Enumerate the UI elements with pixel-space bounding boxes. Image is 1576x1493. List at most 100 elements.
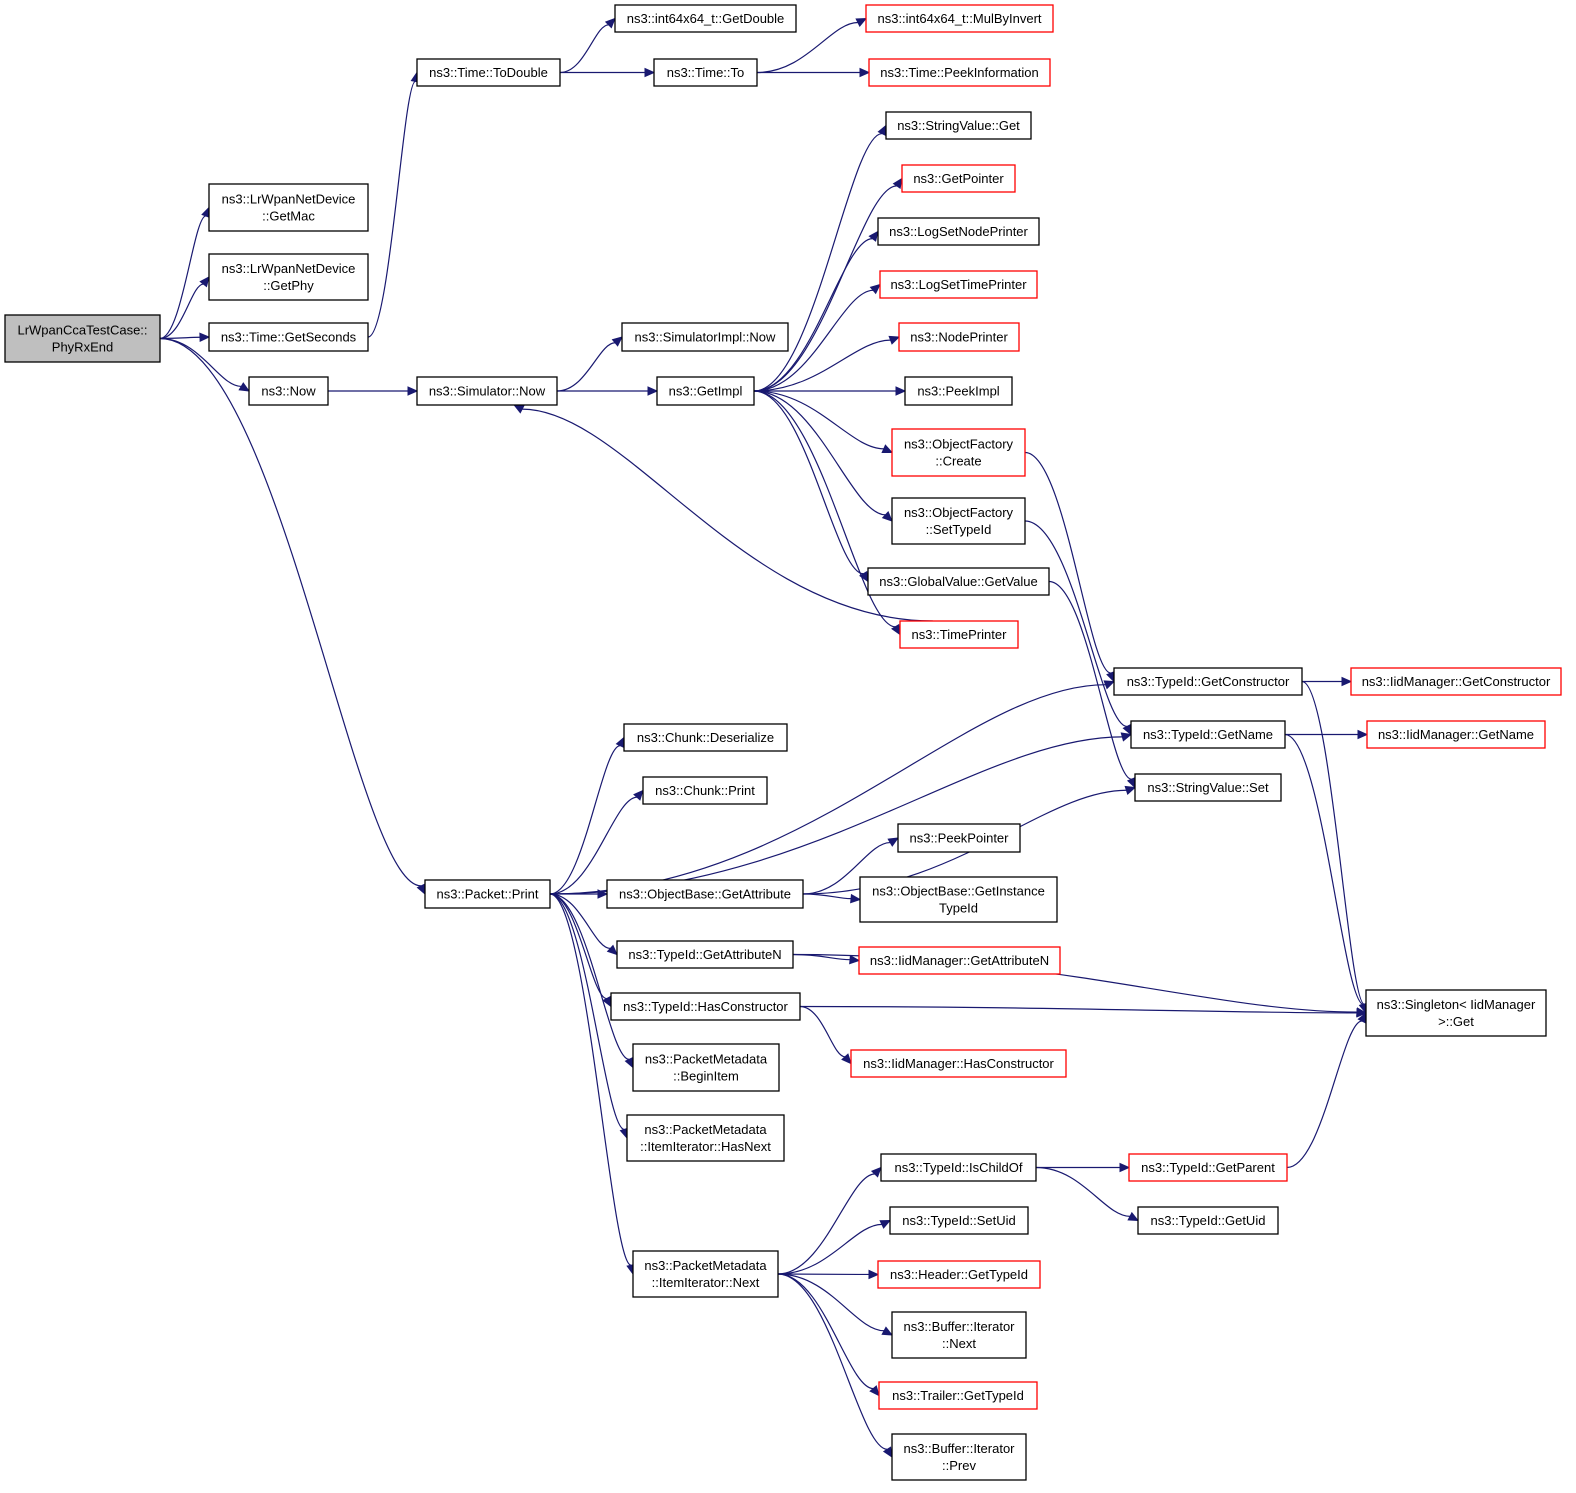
node-label: ns3::GetImpl	[669, 384, 743, 399]
node-box	[878, 1381, 1038, 1410]
node-label: ns3::TypeId::GetParent	[1141, 1160, 1275, 1175]
graph-node-logsettimeprinter[interactable]: ns3::LogSetTimePrinter	[879, 270, 1038, 299]
edge-arrowhead	[892, 177, 903, 190]
node-box	[4, 314, 161, 363]
node-box	[616, 940, 794, 969]
graph-node-obgetattribute[interactable]: ns3::ObjectBase::GetAttribute	[606, 879, 804, 909]
graph-node-chunkprint[interactable]: ns3::Chunk::Print	[642, 776, 768, 805]
edge-arrowhead	[869, 283, 881, 295]
graph-node-timeto[interactable]: ns3::Time::To	[653, 58, 758, 87]
graph-node-simimplnow[interactable]: ns3::SimulatorImpl::Now	[621, 322, 789, 352]
graph-node-pmbeginitem[interactable]: ns3::PacketMetadata::BeginItem	[632, 1043, 780, 1092]
graph-node-peekinformation[interactable]: ns3::Time::PeekInformation	[868, 58, 1051, 87]
edge-line	[799, 1005, 1358, 1014]
node-box	[632, 1043, 780, 1092]
edge-line	[549, 796, 638, 895]
graph-node-typeidgetuid[interactable]: ns3::TypeId::GetUid	[1137, 1206, 1279, 1235]
graph-node-stringvalueget[interactable]: ns3::StringValue::Get	[885, 111, 1032, 140]
graph-node-typeidhasconstructor[interactable]: ns3::TypeId::HasConstructor	[610, 992, 801, 1021]
node-box	[850, 1049, 1067, 1078]
graph-node-getmac[interactable]: ns3::LrWpanNetDevice::GetMac	[208, 183, 369, 232]
edge-arrowhead	[850, 893, 862, 904]
node-box	[885, 111, 1032, 140]
edge-arrowhead	[869, 1385, 880, 1397]
graph-node-typeidgetname[interactable]: ns3::TypeId::GetName	[1130, 720, 1286, 749]
edge-packetprint-to-typeidgetconstructor	[549, 680, 1116, 895]
graph-node-timeprinter[interactable]: ns3::TimePrinter	[899, 620, 1019, 649]
node-label: >::Get	[1438, 1014, 1474, 1029]
graph-node-getseconds[interactable]: ns3::Time::GetSeconds	[208, 322, 369, 352]
graph-node-getpointer[interactable]: ns3::GetPointer	[901, 164, 1016, 193]
node-label: ns3::TimePrinter	[912, 627, 1008, 642]
graph-node-iidgetconstructor[interactable]: ns3::IidManager::GetConstructor	[1350, 667, 1562, 696]
graph-node-bufferitnext[interactable]: ns3::Buffer::Iterator::Next	[891, 1311, 1027, 1359]
edge-pmnext-to-typeidischildof	[777, 1166, 882, 1275]
edge-obgetattribute-to-peekpointer	[802, 837, 900, 895]
edge-arrowhead	[881, 1326, 894, 1336]
node-label: ns3::NodePrinter	[910, 330, 1008, 345]
node-label: ns3::GlobalValue::GetValue	[879, 574, 1038, 589]
graph-node-typeidsetuid[interactable]: ns3::TypeId::SetUid	[889, 1206, 1029, 1235]
graph-node-trailergettypeid[interactable]: ns3::Trailer::GetTypeId	[878, 1381, 1038, 1410]
graph-node-getimpl[interactable]: ns3::GetImpl	[656, 376, 755, 406]
edge-arrowhead	[1124, 785, 1137, 795]
graph-node-iidgetname[interactable]: ns3::IidManager::GetName	[1366, 720, 1546, 749]
node-label: ns3::TypeId::HasConstructor	[623, 999, 788, 1014]
node-box	[880, 1153, 1037, 1182]
graph-node-nodeprinter[interactable]: ns3::NodePrinter	[898, 322, 1020, 352]
node-label: ns3::LrWpanNetDevice	[222, 261, 356, 276]
graph-node-todouble[interactable]: ns3::Time::ToDouble	[416, 58, 561, 87]
graph-node-globalvaluegetvalue[interactable]: ns3::GlobalValue::GetValue	[867, 567, 1050, 596]
graph-node-root[interactable]: LrWpanCcaTestCase::PhyRxEnd	[4, 314, 161, 363]
edge-typeidhasconstructor-to-singletonget	[799, 1005, 1368, 1018]
node-label: ns3::Buffer::Iterator	[903, 1319, 1015, 1334]
graph-node-bufferitprev[interactable]: ns3::Buffer::Iterator::Prev	[891, 1433, 1027, 1481]
graph-node-typeidgetparent[interactable]: ns3::TypeId::GetParent	[1128, 1153, 1288, 1182]
edge-line	[799, 1005, 846, 1058]
graph-node-int64getdouble[interactable]: ns3::int64x64_t::GetDouble	[614, 4, 797, 33]
graph-node-iidhasconstructor[interactable]: ns3::IidManager::HasConstructor	[850, 1049, 1067, 1078]
edge-typeidgetname-to-iidgetname	[1284, 729, 1369, 740]
graph-node-pmhasnext[interactable]: ns3::PacketMetadata::ItemIterator::HasNe…	[626, 1114, 785, 1162]
graph-node-pmnext[interactable]: ns3::PacketMetadata::ItemIterator::Next	[632, 1250, 779, 1298]
graph-node-packetprint[interactable]: ns3::Packet::Print	[424, 879, 551, 909]
graph-node-iidgetattributen[interactable]: ns3::IidManager::GetAttributeN	[858, 946, 1061, 975]
node-box	[416, 376, 558, 406]
graph-node-logsetnodeprinter[interactable]: ns3::LogSetNodePrinter	[877, 217, 1040, 246]
graph-node-typeidgetattributen[interactable]: ns3::TypeId::GetAttributeN	[616, 940, 794, 969]
node-box	[610, 992, 801, 1021]
graph-node-now[interactable]: ns3::Now	[248, 376, 329, 406]
node-label: ::Create	[935, 454, 981, 469]
graph-node-peekimpl[interactable]: ns3::PeekImpl	[904, 376, 1013, 406]
node-label: ns3::ObjectBase::GetAttribute	[619, 887, 791, 902]
graph-node-getphy[interactable]: ns3::LrWpanNetDevice::GetPhy	[208, 253, 369, 301]
graph-node-typeidischildof[interactable]: ns3::TypeId::IsChildOf	[880, 1153, 1037, 1182]
node-box	[901, 164, 1016, 193]
graph-node-peekpointer[interactable]: ns3::PeekPointer	[897, 823, 1021, 853]
edge-arrowhead	[604, 17, 616, 29]
graph-node-chunkdeserialize[interactable]: ns3::Chunk::Deserialize	[623, 723, 788, 752]
graph-node-ofsettypeid[interactable]: ns3::ObjectFactory::SetTypeId	[891, 497, 1026, 545]
edge-getimpl-to-globalvaluegetvalue	[753, 390, 869, 583]
graph-node-simulatornow[interactable]: ns3::Simulator::Now	[416, 376, 558, 406]
node-box	[621, 322, 789, 352]
edge-arrowhead	[1341, 676, 1353, 687]
edge-typeidischildof-to-typeidgetuid	[1035, 1166, 1140, 1222]
graph-node-typeidgetconstructor[interactable]: ns3::TypeId::GetConstructor	[1113, 667, 1303, 696]
edge-arrowhead	[606, 944, 618, 956]
node-box	[899, 620, 1019, 649]
graph-node-mulbyinvert[interactable]: ns3::int64x64_t::MulByInvert	[865, 4, 1054, 33]
node-box	[877, 1260, 1041, 1289]
node-box	[614, 4, 797, 33]
graph-node-stringvalueset[interactable]: ns3::StringValue::Set	[1134, 773, 1282, 802]
edge-line	[367, 80, 416, 338]
edge-line	[802, 893, 852, 900]
graph-node-ofcreate[interactable]: ns3::ObjectFactory::Create	[891, 428, 1026, 477]
node-box	[632, 1250, 779, 1298]
edge-simulatornow-to-getimpl	[557, 386, 659, 396]
graph-node-headergettypeid[interactable]: ns3::Header::GetTypeId	[877, 1260, 1041, 1289]
graph-node-singletonget[interactable]: ns3::Singleton< IidManager >::Get	[1365, 989, 1547, 1037]
edge-now-to-simulatornow	[328, 386, 419, 396]
edge-typeidgetconstructor-to-iidgetconstructor	[1302, 676, 1353, 687]
